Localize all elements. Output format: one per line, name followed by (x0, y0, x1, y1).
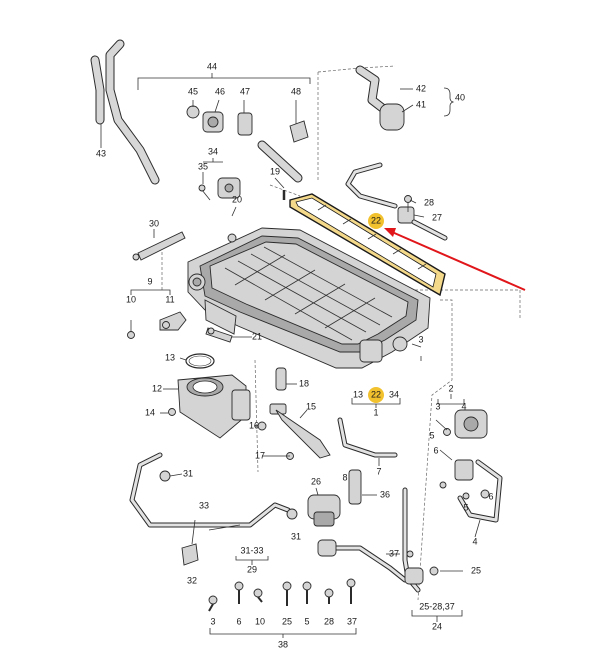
hoses-40-42 (345, 65, 405, 209)
callout-3-manifold: 3 (418, 334, 423, 344)
callout-2: 2 (448, 383, 453, 393)
callout-47: 47 (240, 86, 250, 96)
gasket-22 (289, 193, 446, 297)
callout-31-lower: 31 (291, 531, 301, 541)
part-21 (205, 327, 233, 343)
callout-25-right: 25 (471, 565, 481, 575)
parts-15-18 (257, 367, 331, 460)
callout-16: 16 (249, 420, 259, 430)
callout-10-bottom: 10 (255, 616, 265, 626)
part-36 (348, 469, 362, 505)
callout-41: 41 (416, 99, 426, 109)
bracket-lines (130, 73, 465, 638)
callout-22-lower-highlight (368, 387, 384, 403)
callout-28-bottom: 28 (324, 616, 334, 626)
callout-45: 45 (188, 86, 198, 96)
callout-15: 15 (306, 401, 316, 411)
callout-18: 18 (299, 378, 309, 388)
callout-12: 12 (152, 383, 162, 393)
hose-43 (90, 55, 105, 125)
callout-42: 42 (416, 83, 426, 93)
callout-31-33: 31-33 (240, 545, 263, 555)
callout-30: 30 (149, 218, 159, 228)
callout-29: 29 (247, 564, 257, 574)
callout-3-valve: 3 (435, 401, 440, 411)
callout-4-lower: 4 (472, 536, 477, 546)
parts-34-35 (198, 177, 241, 201)
callout-28: 28 (424, 197, 434, 207)
seal-ring-13 (185, 353, 215, 369)
callout-22-highlight (368, 213, 384, 229)
callout-25-28-37: 25-28,37 (419, 601, 455, 611)
callout-21: 21 (252, 331, 262, 341)
callout-26: 26 (311, 476, 321, 486)
callout-labels: 44 43 45 46 47 48 42 41 40 34 35 19 20 2… (96, 61, 494, 649)
hose-44 (105, 39, 160, 185)
callout-43: 43 (96, 148, 106, 158)
callout-37-bottom: 37 (347, 616, 357, 626)
hose-24 (317, 487, 439, 593)
callout-22-lower: 22 (371, 389, 381, 399)
callout-48: 48 (291, 86, 301, 96)
callout-5-lower: 5 (463, 502, 468, 512)
callout-14: 14 (145, 407, 155, 417)
callout-33: 33 (199, 500, 209, 510)
callout-10-left: 10 (126, 294, 136, 304)
callout-8: 8 (342, 472, 347, 482)
callout-11: 11 (165, 294, 174, 304)
callout-37-right: 37 (389, 548, 399, 558)
callout-7: 7 (376, 466, 381, 476)
callout-36: 36 (380, 489, 390, 499)
callout-25-bottom: 25 (282, 616, 292, 626)
callout-17: 17 (255, 450, 265, 460)
part-30 (132, 231, 186, 261)
parts-19-20 (227, 190, 286, 243)
hose-33 (129, 452, 291, 528)
fasteners-row (208, 578, 356, 612)
callout-6-bottom: 6 (236, 616, 241, 626)
callout-32: 32 (187, 575, 197, 585)
parts-27-28 (397, 195, 448, 241)
valve-26 (286, 494, 341, 527)
callout-1: 1 (373, 407, 378, 417)
callout-38: 38 (278, 639, 288, 649)
valve-2 (443, 409, 488, 439)
callout-6-lower: 6 (488, 491, 493, 501)
callout-20: 20 (232, 194, 242, 204)
leader-lines (100, 88, 481, 572)
intake-manifold (187, 227, 431, 369)
callout-5-bottom: 5 (304, 616, 309, 626)
tube-7 (337, 417, 398, 458)
callout-6: 6 (433, 445, 438, 455)
callout-46: 46 (215, 86, 225, 96)
callout-40: 40 (455, 92, 465, 102)
parts-9-10-11 (127, 311, 187, 339)
callout-4-valve: 4 (461, 401, 466, 411)
callout-34-lower: 34 (389, 389, 399, 399)
callout-35: 35 (198, 161, 208, 171)
callout-22-upper: 22 (371, 215, 381, 225)
callout-31-right: 31 (183, 468, 193, 478)
callout-44: 44 (207, 61, 217, 71)
callout-27: 27 (432, 212, 442, 222)
parts-4-6 (439, 459, 503, 523)
callout-24: 24 (432, 621, 442, 631)
clip-32 (181, 543, 199, 566)
callout-arrow (384, 228, 526, 291)
throttle-body-12 (168, 374, 251, 439)
parts-45-48 (186, 105, 309, 183)
callout-9: 9 (147, 276, 152, 286)
callout-34-upper: 34 (208, 146, 218, 156)
callout-5-valve: 5 (429, 430, 434, 440)
callout-19: 19 (270, 166, 280, 176)
callout-3-bottom: 3 (210, 616, 215, 626)
callout-13-lower: 13 (353, 389, 363, 399)
callout-13-left: 13 (165, 352, 175, 362)
